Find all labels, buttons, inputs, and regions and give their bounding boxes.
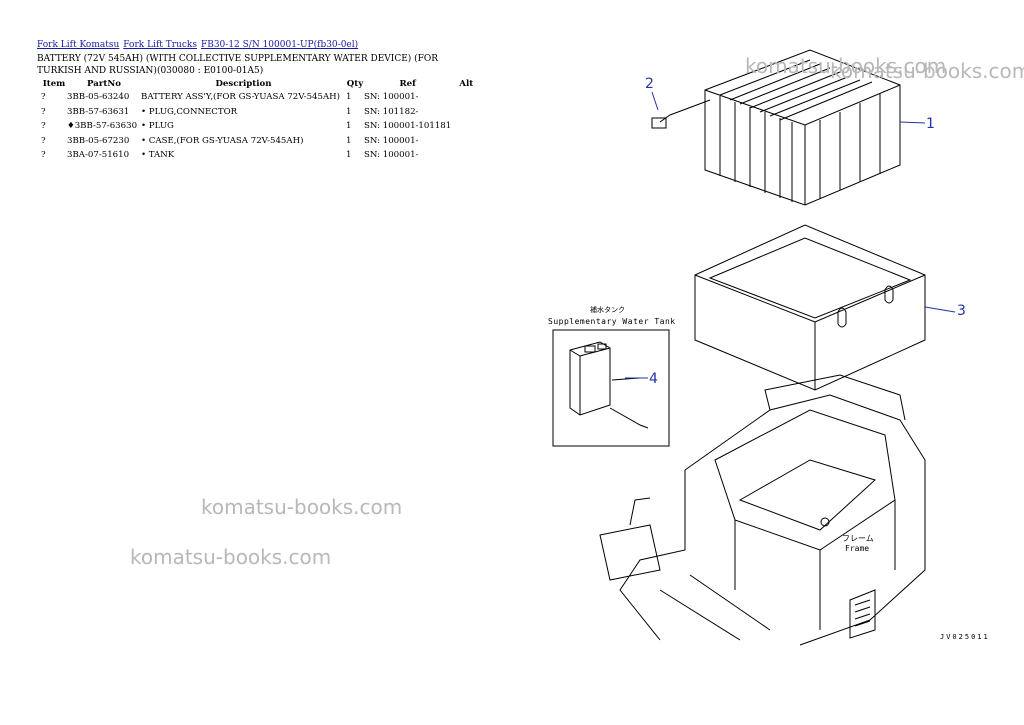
- page-title: BATTERY (72V 545AH) (WITH COLLECTIVE SUP…: [37, 54, 439, 76]
- header-qty: Qty: [346, 79, 364, 89]
- watermark: komatsu-books.com: [201, 495, 403, 519]
- cell-alt: [451, 92, 481, 107]
- cell-description: • PLUG: [141, 121, 174, 131]
- cell-partno: 3BB-57-63631: [67, 106, 130, 117]
- cell-alt: [451, 121, 481, 136]
- cell-qty: 1: [346, 106, 352, 117]
- header-alt: Alt: [459, 79, 474, 89]
- cell-item: ?: [41, 150, 46, 160]
- cell-ref: SN: 100001-101181: [364, 121, 452, 131]
- watermark: komatsu-books.com: [830, 59, 1024, 83]
- cell-item: ?: [41, 135, 46, 146]
- header-partno: PartNo: [87, 79, 121, 89]
- cell-ref: SN: 100001-: [364, 135, 419, 146]
- case-drawing: [694, 224, 926, 391]
- cell-alt: [451, 136, 481, 151]
- breadcrumb-link-fork-lift-trucks[interactable]: Fork Lift Trucks: [123, 40, 197, 50]
- cell-partno: ♦3BB-57-63630: [67, 121, 138, 131]
- cell-partno: 3BB-05-63240: [67, 92, 130, 102]
- cell-ref: SN: 100001-: [364, 92, 419, 102]
- cell-ref: SN: 100001-: [364, 150, 419, 160]
- header-description: Description: [215, 79, 272, 89]
- header-item: Item: [42, 79, 66, 89]
- cell-description: BATTERY ASS'Y,(FOR GS-YUASA 72V-545AH): [141, 92, 341, 102]
- cell-alt: [451, 150, 481, 165]
- table-row: ? 3BB-05-63240 BATTERY ASS'Y,(FOR GS-YUA…: [37, 92, 481, 107]
- cell-item: ?: [41, 92, 46, 102]
- cell-description: • CASE,(FOR GS-YUASA 72V-545AH): [141, 135, 304, 146]
- cell-qty: 1: [346, 135, 352, 146]
- cell-qty: 1: [346, 92, 352, 102]
- water-tank-inset: [552, 329, 670, 447]
- callout-3: 3: [957, 303, 966, 319]
- cell-partno: 3BB-05-67230: [67, 135, 130, 146]
- frame-label-en: Frame: [845, 544, 870, 553]
- truck-frame-drawing: [599, 374, 926, 646]
- callout-4: 4: [649, 371, 658, 387]
- callout-leaders: [625, 91, 956, 379]
- table-row: ? ♦3BB-57-63630 • PLUG 1 SN: 100001-1011…: [37, 121, 481, 136]
- callout-1: 1: [926, 116, 935, 132]
- cell-partno: 3BA-07-51610: [67, 150, 130, 160]
- table-row: ? 3BA-07-51610 • TANK 1 SN: 100001-: [37, 150, 481, 165]
- parts-table: Item PartNo Description Qty Ref Alt ? 3B…: [37, 79, 481, 165]
- exploded-parts-diagram: [552, 49, 956, 646]
- cell-alt: [451, 107, 481, 122]
- cell-item: ?: [41, 106, 46, 117]
- table-row: ? 3BB-57-63631 • PLUG,CONNECTOR 1 SN: 10…: [37, 107, 481, 122]
- drawing-code: JV025011: [940, 633, 990, 641]
- inset-label-en: Supplementary Water Tank: [548, 317, 676, 326]
- frame-label-jp: フレーム: [842, 534, 874, 543]
- battery-drawing: [651, 49, 901, 206]
- cell-description: • TANK: [141, 150, 175, 160]
- inset-label-jp: 補水タンク: [590, 306, 625, 314]
- cell-item: ?: [41, 121, 46, 131]
- watermark: komatsu-books.com: [130, 545, 332, 569]
- cell-ref: SN: 101182-: [364, 106, 419, 117]
- breadcrumb-link-fork-lift-komatsu[interactable]: Fork Lift Komatsu: [37, 40, 120, 50]
- cell-qty: 1: [346, 121, 352, 131]
- breadcrumb-link-model[interactable]: FB30-12 S/N 100001-UP(fb30-0el): [200, 40, 359, 50]
- cell-description: • PLUG,CONNECTOR: [141, 106, 238, 117]
- callout-2: 2: [645, 76, 654, 92]
- header-ref: Ref: [399, 79, 416, 89]
- watermark: komatsu-books.com: [745, 54, 947, 78]
- cell-qty: 1: [346, 150, 352, 160]
- table-row: ? 3BB-05-67230 • CASE,(FOR GS-YUASA 72V-…: [37, 136, 481, 151]
- table-header-row: Item PartNo Description Qty Ref Alt: [37, 79, 481, 92]
